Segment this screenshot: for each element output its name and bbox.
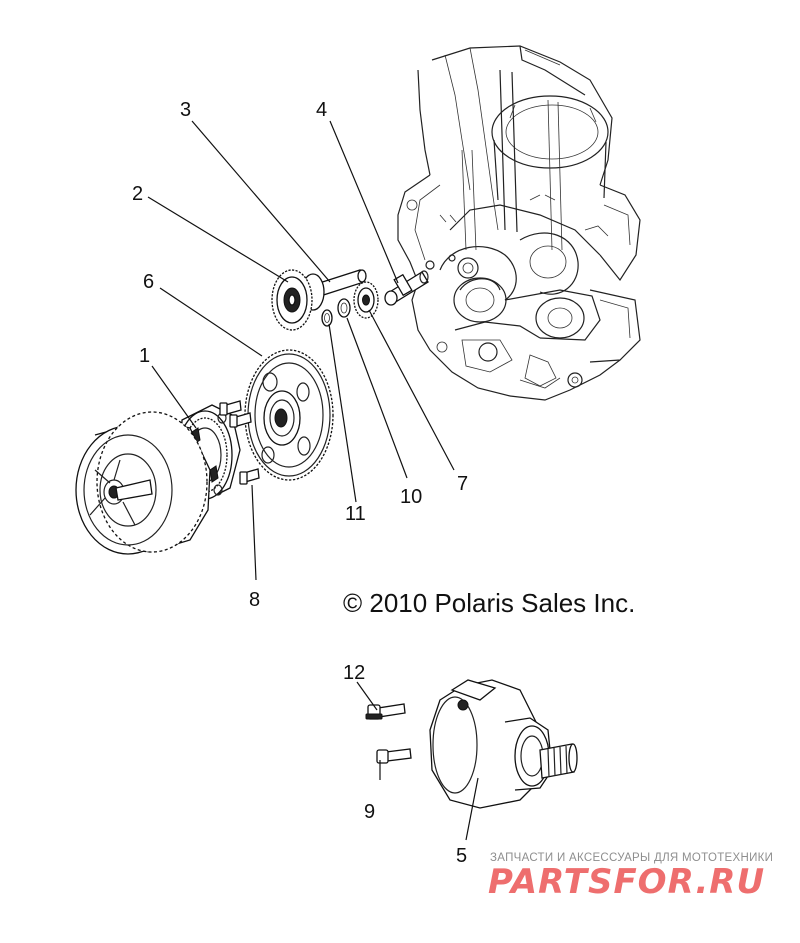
- leader-10: [346, 317, 408, 479]
- leader-lines: [147, 120, 479, 841]
- callout-7: 7: [457, 473, 468, 495]
- leader-8: [251, 484, 257, 581]
- leader-4: [329, 120, 399, 284]
- part-11-snap-ring: [321, 309, 333, 327]
- watermark-brand: PARTSFOR.RU: [488, 862, 765, 902]
- callout-9: 9: [364, 801, 375, 823]
- part-6-large-gear: [244, 349, 334, 481]
- callout-4: 4: [316, 99, 327, 121]
- leader-12: [356, 681, 378, 711]
- part-12-bolt: [365, 703, 406, 720]
- callout-2: 2: [132, 183, 143, 205]
- leader-3: [191, 120, 331, 283]
- watermark: ЗАПЧАСТИ И АКСЕССУАРЫ ДЛЯ МОТОТЕХНИКИ PA…: [488, 852, 773, 902]
- flywheel-rotor: [75, 411, 211, 555]
- leader-6: [159, 287, 263, 357]
- callout-5: 5: [456, 845, 467, 867]
- part-4-idler-shaft: [384, 270, 429, 306]
- part-9-bolt: [376, 748, 412, 764]
- part-8-bolts: [219, 400, 260, 485]
- leader-11: [328, 323, 357, 503]
- callout-11: 11: [345, 503, 366, 525]
- leader-2: [147, 196, 289, 283]
- callout-12: 12: [343, 662, 365, 684]
- engine-block-drawing: [397, 45, 641, 401]
- copyright-notice: © 2010 Polaris Sales Inc.: [343, 588, 635, 618]
- leader-7: [368, 309, 455, 471]
- leader-5: [465, 777, 479, 841]
- leader-1: [151, 365, 197, 429]
- part-7-small-gear: [353, 281, 379, 319]
- part-2-starter-gear: [271, 269, 325, 331]
- callout-3: 3: [180, 99, 191, 121]
- part-5-starter-motor: [429, 679, 578, 809]
- callout-10: 10: [400, 486, 422, 508]
- callout-1: 1: [139, 345, 150, 367]
- part-10-washer: [337, 298, 351, 318]
- callout-8: 8: [249, 589, 260, 611]
- watermark-caption: ЗАПЧАСТИ И АКСЕССУАРЫ ДЛЯ МОТОТЕХНИКИ: [490, 852, 773, 864]
- callout-labels: 3 4 2 6 1 7 10 11 8 12 9 5: [132, 99, 468, 867]
- callout-6: 6: [143, 271, 154, 293]
